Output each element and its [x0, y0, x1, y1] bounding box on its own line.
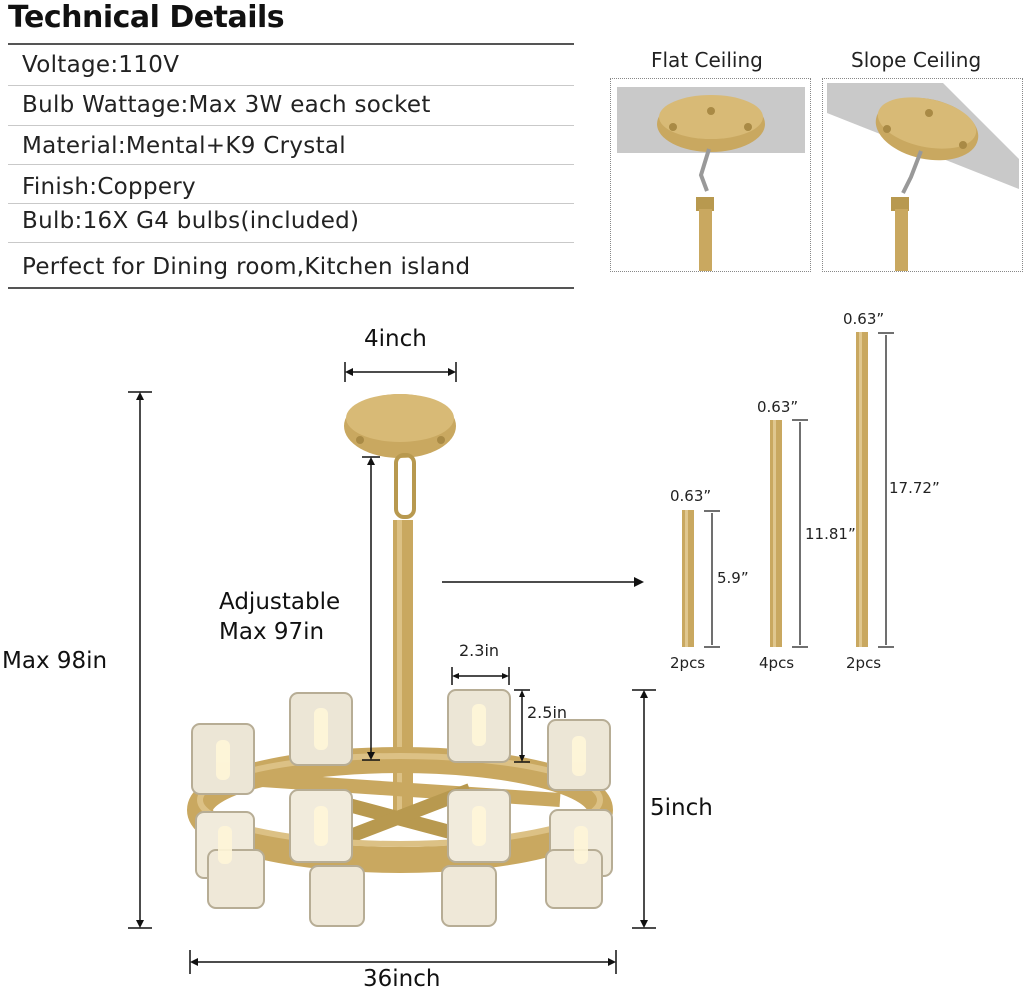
flat-ceiling-label: Flat Ceiling	[651, 48, 763, 72]
slope-ceiling-label: Slope Ceiling	[851, 48, 982, 72]
spec-bulb: Bulb:16X G4 bulbs(included)	[22, 208, 360, 234]
spec-voltage: Voltage:110V	[22, 52, 180, 78]
body-height-label: 5inch	[650, 795, 713, 821]
slope-ceiling-illustration	[827, 83, 1019, 271]
spec-divider	[8, 164, 574, 165]
section-title: Technical Details	[8, 0, 285, 35]
adjustable-max-label: Max 97in	[219, 619, 325, 645]
shade-width-label: 2.3in	[459, 641, 500, 660]
adjustable-label: Adjustable	[219, 589, 341, 615]
rod-3-length: 17.72”	[889, 479, 940, 497]
spec-divider	[8, 242, 574, 243]
chain-link	[394, 453, 416, 519]
rod-1-length: 5.9”	[717, 569, 749, 587]
spec-divider	[8, 203, 574, 204]
rod-3-diameter: 0.63”	[843, 310, 885, 328]
max-height-label: Max 98in	[2, 648, 108, 674]
spec-material: Material:Mental+K9 Crystal	[22, 133, 346, 159]
spec-divider	[8, 85, 574, 86]
spec-use: Perfect for Dining room,Kitchen island	[22, 254, 471, 280]
spec-bulb-wattage: Bulb Wattage:Max 3W each socket	[22, 92, 431, 118]
rod-2-qty: 4pcs	[759, 654, 795, 672]
down-rod	[393, 520, 413, 820]
rod-1-diameter: 0.63”	[670, 487, 712, 505]
slope-ceiling-panel	[822, 78, 1023, 272]
diameter-label: 36inch	[363, 966, 441, 992]
title-underline	[8, 43, 574, 45]
rod-2-diameter: 0.63”	[757, 398, 799, 416]
table-bottom-line	[8, 287, 574, 289]
extension-rods	[682, 332, 868, 647]
spec-finish: Finish:Coppery	[22, 174, 196, 200]
spec-divider	[8, 125, 574, 126]
rod-1-qty: 2pcs	[670, 654, 706, 672]
flat-ceiling-panel	[610, 78, 811, 272]
rod-3-qty: 2pcs	[846, 654, 882, 672]
flat-ceiling-illustration	[617, 87, 805, 271]
canopy-width-label: 4inch	[364, 326, 427, 352]
shade-height-label: 2.5in	[527, 703, 568, 722]
rod-2-length: 11.81”	[805, 525, 856, 543]
